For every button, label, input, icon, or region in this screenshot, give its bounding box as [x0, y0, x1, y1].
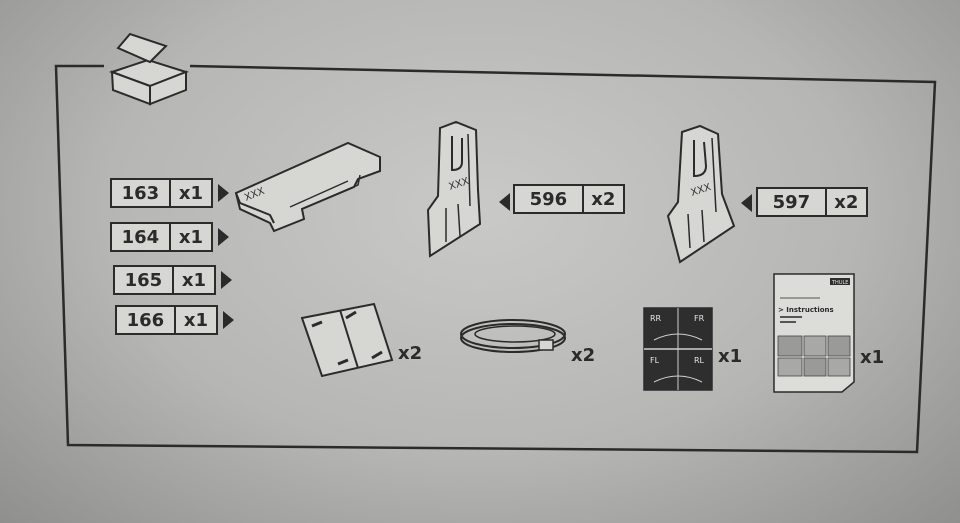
base-plate-illustration: XXX — [234, 141, 381, 233]
kit-tag-166: 166 x1 — [115, 305, 218, 335]
bracket-597-illustration: XXX — [666, 124, 736, 264]
bracket-596-illustration: XXX — [426, 120, 482, 258]
manual-heading: > Instructions — [778, 306, 834, 314]
kit-number: 164 — [112, 224, 171, 250]
rubber-rings-illustration — [460, 319, 566, 353]
kit-tag-163: 163 x1 — [110, 178, 213, 208]
pads-qty: x2 — [398, 343, 423, 364]
stickers-qty: x1 — [718, 346, 743, 367]
kit-tag-597: 597 x2 — [756, 187, 868, 217]
sticker-label-rr: RR — [650, 314, 662, 323]
kit-number: 165 — [115, 267, 174, 293]
sticker-label-fl: FL — [650, 356, 660, 365]
instruction-manual-illustration: THULE > Instructions — [773, 273, 855, 393]
part-qty: x2 — [834, 191, 859, 213]
kit-number: 166 — [117, 307, 176, 333]
arrow-right-icon — [223, 311, 234, 329]
arrow-left-icon — [499, 193, 510, 211]
part-qty: x2 — [591, 188, 616, 210]
arrow-right-icon — [218, 184, 229, 202]
kit-tag-164: 164 x1 — [110, 222, 213, 252]
kit-qty: x1 — [181, 269, 206, 291]
part-number: 596 — [515, 186, 584, 212]
kit-number: 163 — [112, 180, 171, 206]
kit-tag-596: 596 x2 — [513, 184, 625, 214]
arrow-left-icon — [741, 194, 752, 212]
kit-qty: x1 — [183, 309, 208, 331]
part-number: 597 — [758, 189, 827, 215]
adhesive-pads-illustration — [300, 302, 394, 378]
rings-qty: x2 — [571, 345, 596, 366]
kit-qty: x1 — [178, 226, 203, 248]
sticker-label-rl: RL — [694, 356, 705, 365]
manual-brand: THULE — [831, 280, 848, 286]
arrow-right-icon — [218, 228, 229, 246]
kit-tag-165: 165 x1 — [113, 265, 216, 295]
package-box-icon — [108, 32, 190, 106]
sticker-label-fr: FR — [694, 314, 705, 323]
arrow-right-icon — [221, 271, 232, 289]
position-stickers-illustration: RR FR FL RL — [643, 307, 713, 391]
kit-qty: x1 — [178, 182, 203, 204]
manual-qty: x1 — [860, 347, 885, 368]
